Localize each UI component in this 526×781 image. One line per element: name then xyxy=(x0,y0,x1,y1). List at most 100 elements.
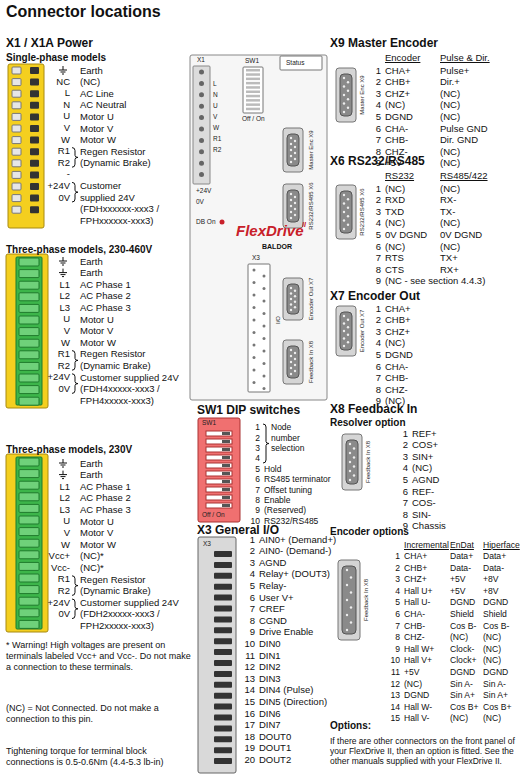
pin-number: L3 xyxy=(59,505,70,516)
pin-number: 10 xyxy=(244,639,255,650)
switch-lever xyxy=(246,78,260,81)
switch-number: 5 xyxy=(255,465,260,475)
pin xyxy=(290,367,292,369)
pin-number: +24V xyxy=(48,372,70,383)
pin-signal: CHB- xyxy=(385,135,408,146)
terminal-screw xyxy=(19,470,39,478)
pin-signal: AIN0- (Demand-) xyxy=(259,546,331,557)
pin-number: 2 xyxy=(403,440,408,451)
pin-number: L2 xyxy=(59,291,70,302)
pin-number: 12 xyxy=(244,662,255,673)
terminal-block xyxy=(6,254,48,408)
pin-number: 3 xyxy=(250,558,255,569)
note: (NC) = Not Connected. Do not make a conn… xyxy=(6,703,186,725)
terminal-screw xyxy=(199,172,204,177)
terminal-screw xyxy=(30,206,39,213)
pin xyxy=(350,606,352,608)
pin-number: 9 xyxy=(250,627,255,638)
switch-number: 9 xyxy=(255,506,260,516)
dsub-connector xyxy=(342,434,362,490)
dsub-shell xyxy=(340,312,352,350)
pin xyxy=(349,461,351,463)
terminal-slot xyxy=(12,67,21,74)
terminal-screw xyxy=(19,620,39,628)
terminal-screw xyxy=(19,528,39,536)
status-display xyxy=(280,56,322,70)
pin-signal: DGND xyxy=(483,598,508,608)
terminal-screw xyxy=(30,148,39,155)
pin-signal: Motor V xyxy=(80,528,113,539)
terminal-screw xyxy=(19,481,39,489)
pin xyxy=(290,298,292,300)
terminal-slot xyxy=(12,160,21,167)
pin-number: 6 xyxy=(376,362,381,373)
pin xyxy=(263,312,266,315)
pin-signal: CGND xyxy=(259,616,287,627)
pin-signal: (NC) xyxy=(483,656,501,666)
pin xyxy=(290,309,292,311)
pin xyxy=(253,281,256,284)
pin xyxy=(253,294,256,297)
dsub-shell xyxy=(340,191,352,233)
pin xyxy=(290,137,292,139)
pin-number: 5 xyxy=(250,581,255,592)
switch-window xyxy=(206,455,232,460)
pin-signal: Earth xyxy=(80,470,103,481)
pin-number: 8 xyxy=(376,265,381,276)
pin-number: 4 xyxy=(376,338,381,349)
pin-number: 6 xyxy=(376,242,381,253)
note: * Warning! High voltages are present on … xyxy=(6,640,191,672)
pin-signal: Earth xyxy=(80,257,103,268)
pin xyxy=(346,569,348,571)
switch-lever xyxy=(246,95,260,98)
terminal-screw xyxy=(30,183,39,190)
dsub-connector xyxy=(283,340,303,384)
pin xyxy=(350,621,352,623)
subheading: Three-phase models, 230-460V xyxy=(6,244,152,256)
switch-lever xyxy=(222,488,230,491)
pin-number: R1 xyxy=(58,349,70,360)
switch-lever xyxy=(246,99,260,102)
switch-lever xyxy=(246,108,260,111)
pin xyxy=(350,591,352,593)
pin-signal: SIN- xyxy=(412,510,431,521)
io-pin xyxy=(214,747,232,753)
pin-signal: (NC) xyxy=(483,645,501,655)
pin-signal: CHA- xyxy=(404,610,425,620)
switch-function: selection xyxy=(271,444,305,454)
pin xyxy=(347,198,349,200)
pin-signal: (NC) xyxy=(385,338,405,349)
pin-signal: (NC) xyxy=(385,242,405,253)
pin xyxy=(263,362,266,365)
bracket xyxy=(72,148,78,168)
pin-signal: REF+ xyxy=(412,429,437,440)
switch-number: 6 xyxy=(255,475,260,485)
panel-label: L xyxy=(213,80,217,87)
pin-signal: FPHxxxxxx-xxx3) xyxy=(80,216,153,227)
bracket xyxy=(72,599,78,619)
pin-number: NC xyxy=(56,77,70,88)
pin-number: 9 xyxy=(395,645,400,655)
pin xyxy=(290,217,292,219)
switch-lever xyxy=(246,73,260,76)
pin-signal: CHB+ xyxy=(385,315,411,326)
pin-number: L xyxy=(65,88,70,99)
pin xyxy=(343,330,345,332)
pin-number: 1 xyxy=(376,66,381,77)
dsub-shell xyxy=(342,566,356,634)
io-pin xyxy=(214,638,232,644)
terminal-screw xyxy=(19,328,39,336)
terminal-screw xyxy=(30,90,39,97)
pin-number: 2 xyxy=(395,564,400,574)
pin-signal: (NC) xyxy=(483,633,501,643)
pin-signal: CHA+ xyxy=(385,304,411,315)
pin-number: 20 xyxy=(244,755,255,766)
switch-lever xyxy=(222,432,230,435)
switch-lever xyxy=(246,69,260,72)
pin-number: R2 xyxy=(58,586,70,597)
switch-lever xyxy=(222,456,230,459)
pin-signal: Motor U xyxy=(80,315,114,326)
pin xyxy=(290,193,292,195)
pin xyxy=(353,465,355,467)
io-pin xyxy=(214,616,232,622)
